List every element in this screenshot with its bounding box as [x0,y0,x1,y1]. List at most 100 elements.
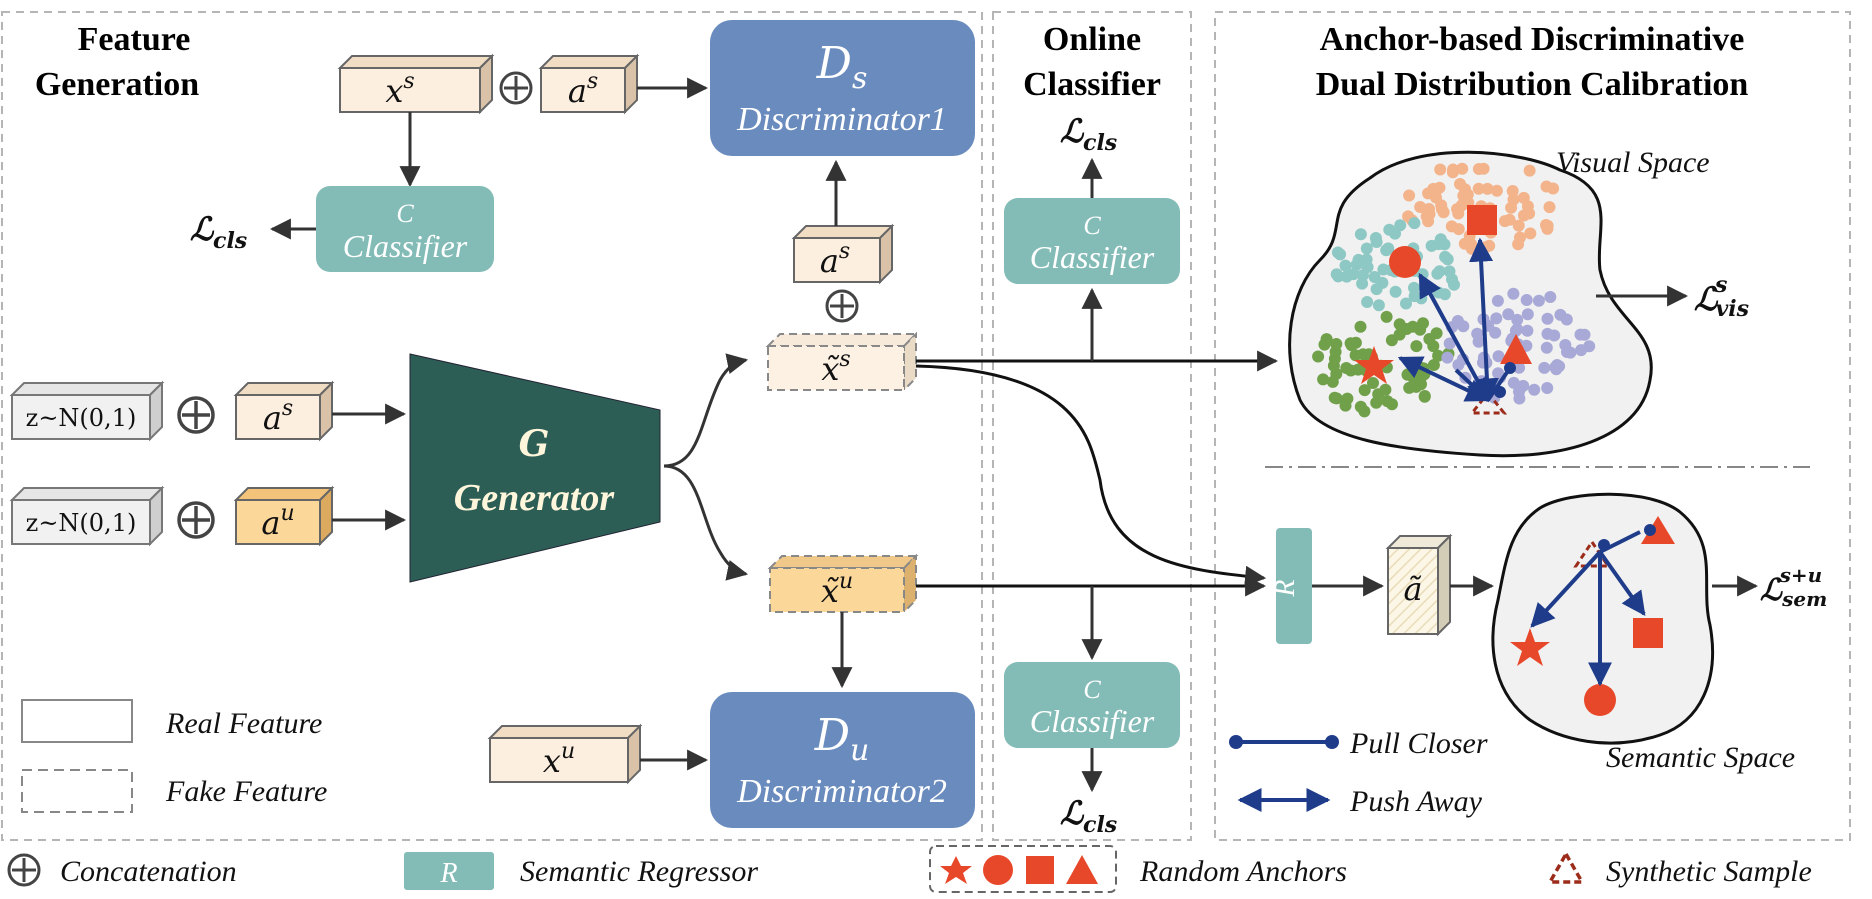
cluster-point [1513,361,1526,374]
cluster-point [1347,268,1360,281]
discriminator-1: Ds Discriminator1 [710,20,975,156]
cluster-point [1490,184,1503,197]
cluster-point [1341,392,1354,405]
cluster-point [1330,367,1343,380]
seen-attribute-block-top: as [538,53,640,115]
cluster-point [1472,182,1485,195]
svg-text:Classifier: Classifier [1030,703,1155,739]
cluster-point [1354,400,1367,413]
panel-borders [1,11,1851,841]
cluster-point [1389,285,1402,298]
star-anchor-visual [1354,346,1394,384]
cluster-point [1418,390,1431,402]
svg-text:Random Anchors: Random Anchors [1139,855,1347,888]
legend-concat: Concatenation [7,853,237,888]
svg-text:x̃s: x̃s [821,347,850,388]
cluster-point [1540,341,1553,354]
svg-text:Synthetic Sample: Synthetic Sample [1606,855,1812,888]
visual-space-anchors [1354,205,1532,415]
cluster-point [1415,292,1428,305]
cluster-point [1389,227,1401,240]
cluster-point [1521,324,1534,337]
cluster-point [1489,326,1502,339]
cluster-point [1427,359,1440,371]
cluster-point [1400,297,1412,310]
svg-text:z~N(0,1): z~N(0,1) [26,509,137,537]
cluster-point [1408,217,1421,230]
cluster-point [1521,308,1534,321]
cluster-point [1554,308,1567,321]
loss-cls-bottom: ℒcls [1060,794,1117,838]
push-away-legend: Push Away [1237,785,1483,818]
svg-text:Du: Du [814,710,870,768]
cluster-point [1481,182,1494,195]
cluster-point [1553,360,1566,373]
cluster-point [1427,182,1440,195]
semantic-regressor: R [1270,528,1312,644]
cluster-point [1358,384,1371,397]
cluster-point [1330,392,1343,405]
real-feature-swatch [21,699,133,743]
online-classifier-title-2: Classifier [1023,66,1161,103]
regressed-attribute-block: ã [1385,533,1453,637]
cluster-point [1505,201,1518,214]
fake-feature-swatch [21,769,133,813]
cluster-point [1511,323,1524,336]
cluster-point [1483,239,1496,252]
real-seen-feature-block: xs [337,53,495,115]
cluster-point [1350,258,1363,271]
cluster-point [1330,268,1343,281]
cluster-point [1354,228,1367,241]
star-anchor-semantic [1510,628,1550,666]
semantic-space-label: Semantic Space [1606,741,1795,774]
cluster-point [1376,276,1389,289]
cluster-point [1511,313,1524,326]
cluster-point [1465,242,1478,255]
svg-text:Semantic Regressor: Semantic Regressor [520,855,758,888]
generator: G Generator [409,353,661,583]
fake-feature-label: Fake Feature [165,775,327,808]
svg-text:R: R [1270,579,1301,597]
online-classifier-panel [992,11,1192,841]
cluster-point [1357,348,1370,361]
legend-random-anchors: Random Anchors [929,845,1347,893]
online-classifier-title-1: Online [1043,21,1141,58]
svg-text:Push Away: Push Away [1349,785,1483,818]
cluster-point [1354,320,1367,333]
noise-block-2: z~N(0,1) [9,485,165,547]
semantic-space-anchors [1510,516,1675,716]
cluster-point [1491,294,1504,307]
svg-text:Discriminator1: Discriminator1 [736,101,947,138]
unseen-attribute-block-input: au [233,485,335,547]
svg-text:xs: xs [385,69,414,110]
cluster-point [1415,378,1427,391]
cluster-point [1490,312,1503,325]
classifier-top: C Classifier [1004,198,1180,284]
cluster-point [1528,383,1541,396]
cluster-point [1502,308,1515,321]
cluster-point [1507,287,1520,300]
cluster-point [1541,382,1554,394]
cluster-point [1379,383,1392,396]
cluster-point [1344,337,1357,350]
cluster-point [1344,364,1357,377]
cluster-point [1318,338,1331,351]
cluster-point [1452,358,1465,371]
svg-text:Classifier: Classifier [343,228,468,264]
cluster-point [1360,242,1373,255]
calibration-panel [1214,11,1851,841]
calibration-title-2: Dual Distribution Calibration [1316,66,1749,103]
svg-text:Discriminator2: Discriminator2 [736,773,947,810]
cluster-point [1317,373,1330,386]
cluster-point [1514,231,1526,244]
svg-text:R: R [439,858,457,889]
concat-symbol-top [499,71,533,105]
real-feature-label: Real Feature [165,707,322,740]
discriminator-2: Du Discriminator2 [710,692,975,828]
cluster-point [1472,163,1485,175]
cluster-point [1452,223,1465,236]
legend-regressor: R Semantic Regressor [404,852,758,890]
